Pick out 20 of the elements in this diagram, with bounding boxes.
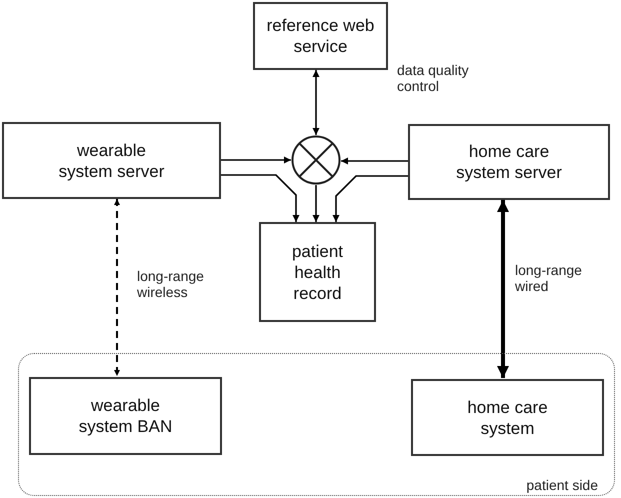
arrow (114, 199, 120, 376)
process-box: home care system server (408, 124, 610, 200)
region-label: patient side (526, 477, 598, 493)
process-box: wearable system server (2, 122, 221, 199)
process-box: patient health record (259, 222, 376, 322)
process-box: reference web service (253, 2, 388, 70)
arrow (497, 200, 509, 378)
arrow (221, 156, 291, 164)
arrow (312, 70, 320, 135)
process-box: home care system (411, 379, 604, 456)
arrow (312, 185, 320, 222)
patient-side-region (18, 353, 615, 496)
process-box: wearable system BAN (29, 377, 222, 455)
edge-label: long-range wireless (137, 268, 205, 300)
arrow (332, 175, 408, 222)
annotation-text: data quality control (397, 62, 470, 94)
arrow (221, 174, 300, 222)
arrow (341, 157, 408, 165)
edge-label: long-range wired (515, 262, 583, 294)
combiner-circle (291, 135, 341, 185)
